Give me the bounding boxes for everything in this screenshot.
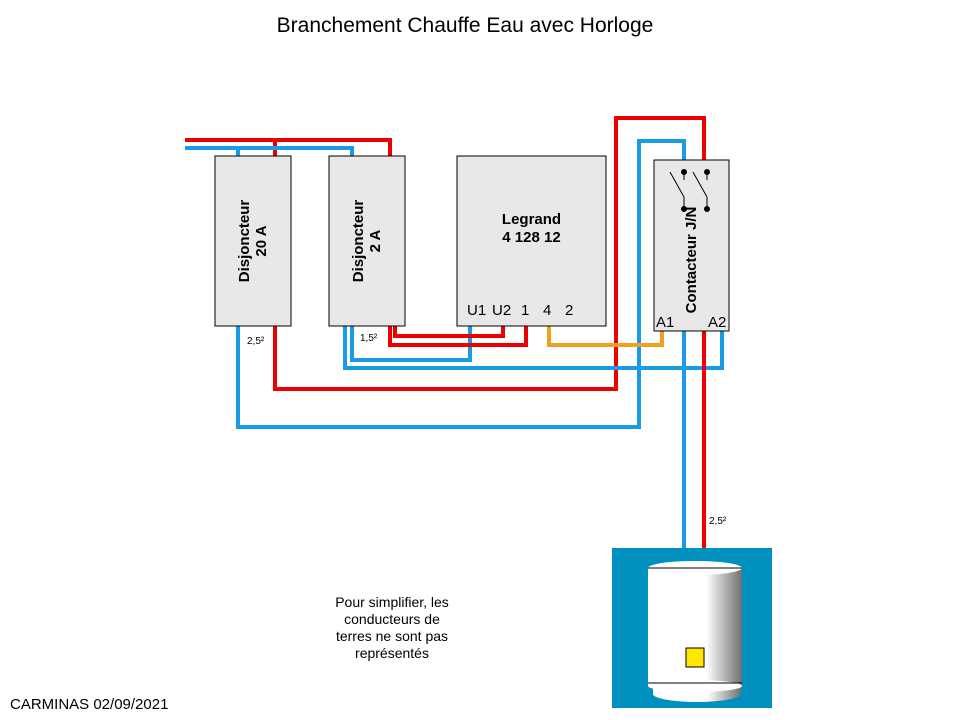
breaker-20a-label: Disjoncteur 20 A — [236, 171, 270, 311]
breaker-20a-label-line1: Disjoncteur — [236, 199, 253, 283]
timer-box — [456, 155, 607, 327]
contactor-terminal-a1: A1 — [656, 314, 675, 331]
breaker-2a-label-line2: 2 A — [367, 229, 384, 253]
note-line-4: représentés — [355, 645, 429, 661]
breaker2-phase-to-u2-wire — [393, 326, 505, 338]
timer-terminal-2: 2 — [565, 302, 574, 319]
earth-conductor-note: Pour simplifier, les conducteurs de terr… — [312, 594, 472, 662]
timer-label-line1: Legrand — [501, 211, 562, 228]
water-heater-indicator — [685, 647, 705, 668]
timer-4-to-a1-wire — [547, 326, 664, 347]
note-line-1: Pour simplifier, les — [335, 594, 449, 610]
breaker-2a-label-line1: Disjoncteur — [350, 199, 367, 283]
breaker-2a-box — [328, 155, 406, 327]
note-line-2: conducteurs de — [344, 611, 440, 627]
timer-terminal-u1: U1 — [467, 302, 487, 319]
contactor-terminal-a2: A2 — [708, 314, 727, 331]
breaker1-phase-out-wire — [273, 116, 706, 391]
timer-terminal-4: 4 — [543, 302, 552, 319]
timer-label-line2: 4 128 12 — [502, 229, 561, 246]
contactor-label: Contacteur J/N — [683, 206, 700, 314]
breaker-20a-label-line2: 20 A — [253, 225, 270, 257]
timer-terminal-1: 1 — [521, 302, 530, 319]
breaker1-neutral-out-wire — [236, 139, 686, 429]
contactor-switch-icon — [669, 169, 710, 212]
supply-neutral-wire — [185, 146, 354, 157]
breaker-2a-label: Disjoncteur 2 A — [350, 171, 384, 311]
supply-phase-wire — [185, 138, 392, 157]
water-heater-tank — [648, 568, 742, 686]
breaker2-neutral-to-a2-wire — [343, 326, 724, 370]
breaker2-phase-to-1-wire — [388, 326, 528, 347]
breaker-20a-wire-gauge: 2,5² — [247, 336, 265, 347]
timer-label: Legrand 4 128 12 — [457, 211, 606, 247]
contactor-box — [653, 159, 730, 332]
heater-wire-gauge: 2,5² — [709, 516, 727, 527]
diagram-title: Branchement Chauffe Eau avec Horloge — [276, 14, 654, 37]
author-date-footer: CARMINAS 02/09/2021 — [10, 696, 169, 713]
note-line-3: terres ne sont pas — [335, 628, 449, 644]
timer-terminal-u2: U2 — [492, 302, 512, 319]
water-heater — [612, 548, 772, 708]
breaker-2a-wire-gauge: 1,5² — [360, 333, 378, 344]
breaker-20a-box — [214, 155, 292, 327]
